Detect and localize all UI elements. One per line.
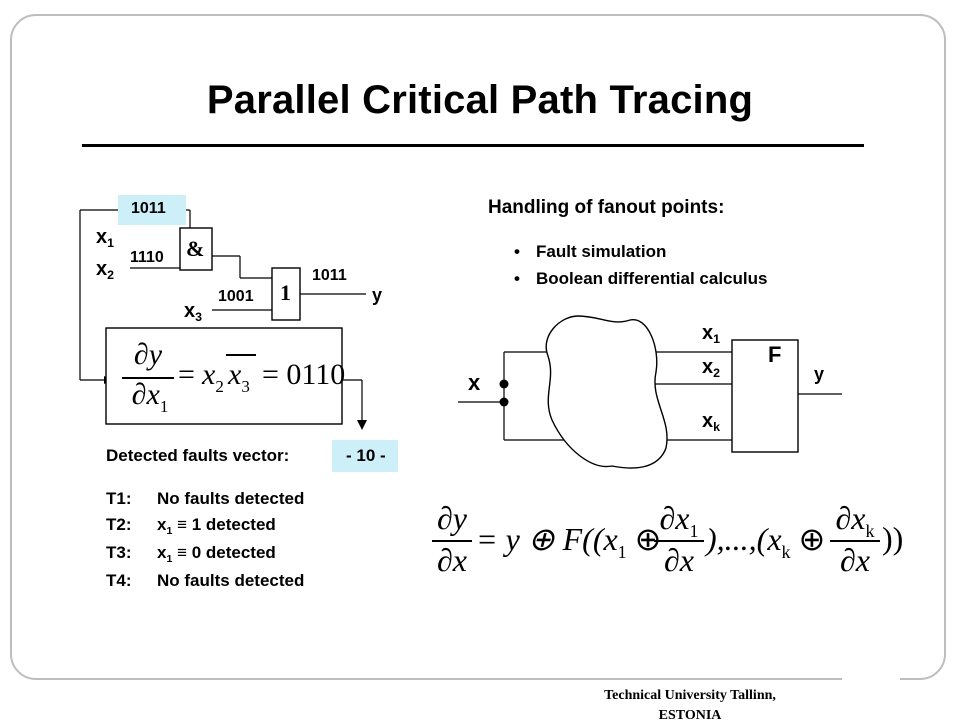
slide-frame bbox=[10, 14, 946, 680]
fanout-outk-label: xk bbox=[702, 410, 721, 435]
deriv-equals: = bbox=[178, 358, 195, 391]
slide-title: Parallel Critical Path Tracing bbox=[206, 78, 754, 122]
function-block-label: F bbox=[768, 342, 782, 367]
function-block bbox=[731, 339, 799, 453]
formula-part1: = y ⊕ F((x1 ⊕ bbox=[476, 521, 662, 562]
negation-bar bbox=[226, 354, 256, 356]
bullet-item: Boolean differential calculus bbox=[536, 265, 767, 292]
test-row: T2:x1 ≡ 1 detected bbox=[106, 515, 276, 537]
deriv-numerator: ∂y bbox=[133, 338, 163, 371]
formula-end: )) bbox=[882, 520, 904, 556]
input-x1-label: x1 bbox=[96, 226, 115, 251]
formula-lhs-num: ∂y bbox=[436, 500, 467, 536]
or-gate bbox=[271, 267, 301, 321]
vec-x1-highlight bbox=[118, 195, 186, 225]
fanout-output-label: y bbox=[814, 364, 825, 384]
formula-f2-num: ∂xk bbox=[835, 500, 875, 541]
bullet-item: Fault simulation bbox=[536, 238, 767, 265]
output-y-label: y bbox=[372, 285, 383, 305]
deriv-denominator: ∂x1 bbox=[131, 378, 169, 416]
title-rule bbox=[82, 144, 864, 147]
frame-notch bbox=[842, 672, 900, 688]
detected-value-highlight bbox=[332, 440, 398, 472]
formula-f1-den: ∂x bbox=[663, 542, 694, 578]
or-gate-symbol: 1 bbox=[280, 280, 291, 305]
formula-lhs-den: ∂x bbox=[436, 542, 467, 578]
deriv-x3-negated: x3 bbox=[228, 358, 250, 396]
footer: Technical University Tallinn, ESTONIA bbox=[560, 686, 820, 726]
fanout-dot-upper bbox=[499, 379, 509, 389]
fanout-out2-label: x2 bbox=[702, 356, 721, 381]
test-list: T1:No faults detected T2:x1 ≡ 1 detected… bbox=[106, 486, 304, 594]
input-x2-label: x2 bbox=[96, 258, 115, 283]
formula-f1-bar bbox=[654, 540, 704, 542]
vec-x2: 1110 bbox=[130, 249, 164, 266]
formula-f2-bar bbox=[830, 540, 880, 542]
fanout-dot-lower bbox=[499, 397, 509, 407]
formula-f1-num: ∂x1 bbox=[659, 500, 699, 541]
formula-f2-den: ∂x bbox=[839, 542, 870, 578]
output-arrowhead bbox=[357, 420, 367, 430]
boolean-differential-formula: ∂y ∂x = y ⊕ F((x1 ⊕ ∂x1 ∂x ),...,(xk ⊕ ∂… bbox=[432, 500, 912, 590]
and-gate bbox=[179, 227, 213, 271]
vec-y: 1011 bbox=[312, 267, 347, 284]
footer-line2: ESTONIA bbox=[658, 708, 722, 723]
derivative-box bbox=[105, 327, 343, 425]
formula-lhs-bar bbox=[432, 540, 472, 542]
fanout-cloud bbox=[545, 315, 668, 469]
detected-label: Detected faults vector: bbox=[106, 446, 290, 465]
input-x3-label: x3 bbox=[184, 300, 203, 325]
vec-x3: 1001 bbox=[218, 288, 254, 305]
deriv-fraction-bar bbox=[122, 377, 174, 379]
test-row: T4:No faults detected bbox=[106, 571, 305, 590]
deriv-x2: x2 bbox=[202, 358, 224, 396]
vec-x1: 1011 bbox=[131, 200, 166, 217]
test-row: T1:No faults detected bbox=[106, 489, 305, 508]
footer-line1: Technical University Tallinn, bbox=[604, 688, 776, 703]
formula-part2: ),...,(xk ⊕ bbox=[706, 521, 826, 562]
fanout-out1-label: x1 bbox=[702, 322, 721, 347]
and-gate-symbol: & bbox=[186, 236, 205, 261]
fanout-input-label: x bbox=[468, 370, 481, 395]
fanout-heading: Handling of fanout points: bbox=[488, 197, 725, 218]
detected-value: - 10 - bbox=[346, 446, 386, 465]
deriv-result: = 0110 bbox=[262, 358, 346, 391]
test-row: T3:x1 ≡ 0 detected bbox=[106, 543, 276, 565]
fanout-bullets: Fault simulation Boolean differential ca… bbox=[536, 238, 767, 292]
